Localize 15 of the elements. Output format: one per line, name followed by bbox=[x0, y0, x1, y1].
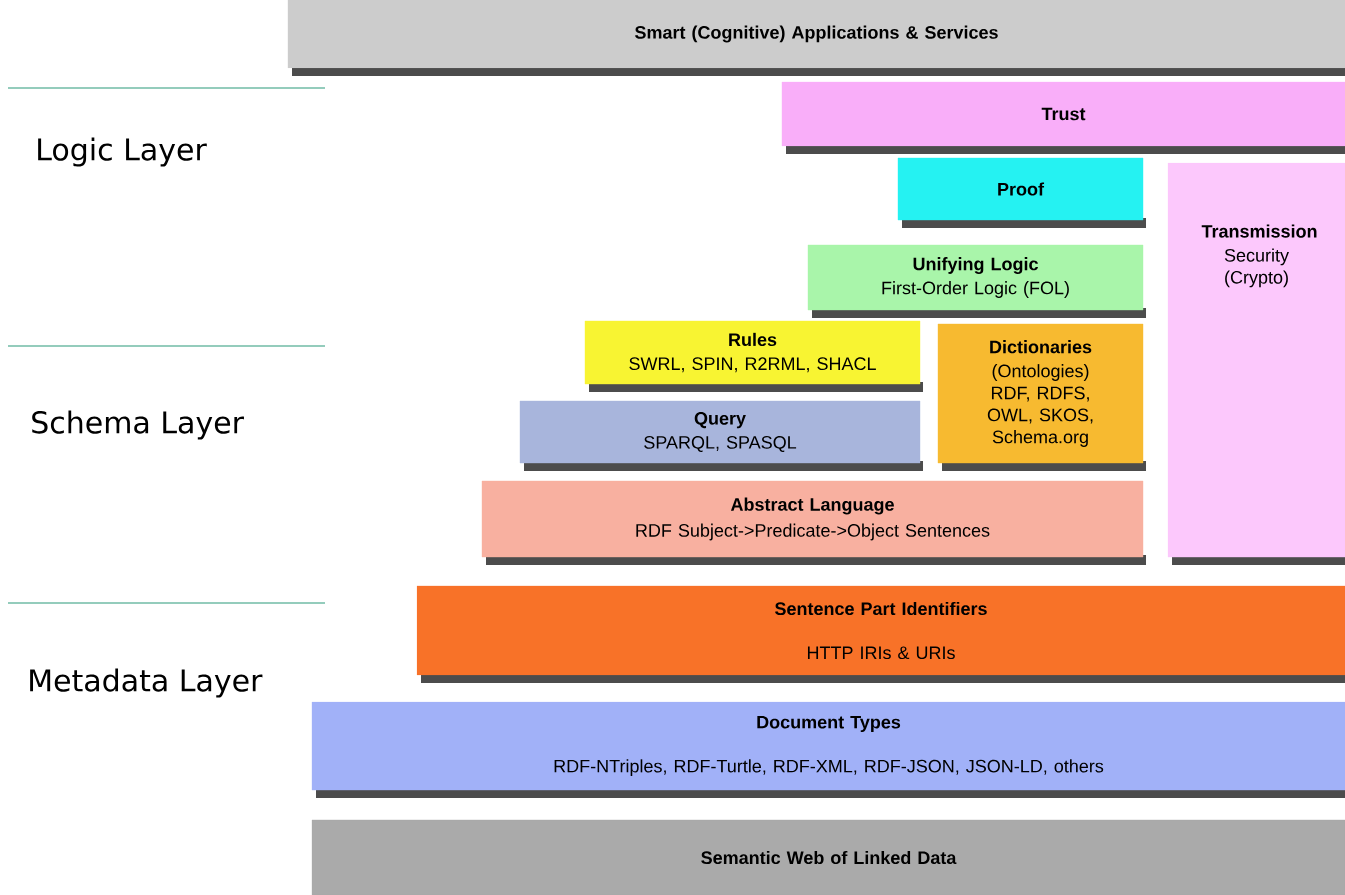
layer-label: Schema Layer bbox=[32, 410, 244, 440]
layer-box: Semantic Web of Linked Data bbox=[311, 819, 1345, 895]
layer-box: Dictionaries (Ontologies) RDF, RDFS, OWL, SKOS, Schema.org bbox=[937, 323, 1146, 471]
layer-box: Abstract Language RDF Subject->Predicate->Object Sentences bbox=[481, 480, 1146, 565]
layer-box: Smart (Cognitive) Applications & Services bbox=[287, 0, 1345, 76]
layer-label: Logic Layer bbox=[38, 137, 207, 167]
layer-box: Rules SWRL, SPIN, R2RML, SHACL bbox=[584, 320, 923, 392]
layer-box: Transmission Security (Crypto) bbox=[1167, 162, 1345, 565]
layer-label: Metadata Layer bbox=[30, 668, 263, 698]
layer-box: Sentence Part Identifiers HTTP IRIs & URIs bbox=[416, 585, 1345, 683]
layer-box: Proof bbox=[897, 157, 1146, 228]
layer-box: Unifying Logic First-Order Logic (FOL) bbox=[807, 244, 1146, 318]
layer-box: Trust bbox=[781, 81, 1345, 154]
layer-box: Document Types RDF-NTriples, RDF-Turtle, RDF-XML, RDF-JSON, JSON-LD, others bbox=[311, 701, 1345, 798]
layer-box: Query SPARQL, SPASQL bbox=[519, 400, 923, 471]
